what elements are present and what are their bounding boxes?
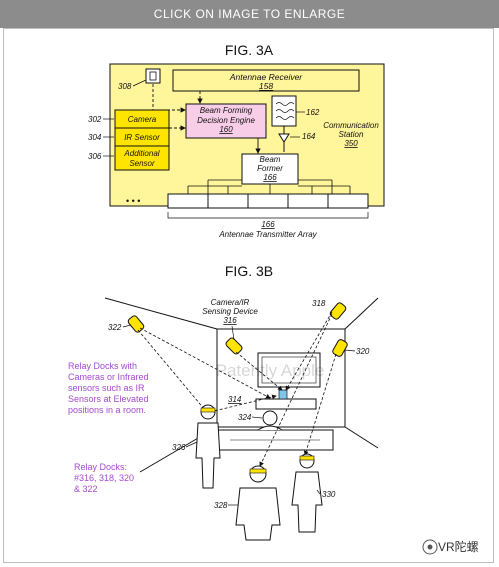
beam-former-line2: Former [257, 164, 283, 173]
patently-apple-watermark: Patently Apple [216, 361, 325, 380]
ref-164: 164 [302, 132, 316, 141]
antennae-transmitter-array [167, 193, 369, 209]
standing-person-326 [195, 404, 221, 489]
ref-306: 306 [88, 152, 102, 161]
ir-sensor-label: IR Sensor [124, 133, 160, 142]
tv-screen [257, 352, 321, 388]
antennae-receiver-number: 158 [259, 81, 273, 91]
enlarge-banner[interactable]: CLICK ON IMAGE TO ENLARGE [0, 0, 499, 28]
ref-162: 162 [306, 108, 320, 117]
svg-text:Relay Docks:: Relay Docks: [74, 462, 127, 472]
svg-text:sensors such as IR: sensors such as IR [68, 383, 145, 393]
relay-docks-list: Relay Docks: #316, 318, 320 & 322 [74, 462, 134, 494]
camera-lens-icon [149, 71, 157, 81]
ref-308: 308 [118, 82, 132, 91]
sensing-device-icon [278, 389, 288, 400]
ref-318: 318 [312, 299, 326, 308]
array-label: Antennae Transmitter Array [218, 230, 317, 239]
bfde-line2: Decision Engine [197, 116, 255, 125]
relay-dock-322 [127, 315, 145, 333]
relay-docks-note: Relay Docks with Cameras or Infrared sen… [68, 361, 149, 415]
vr-corner-watermark: VR陀螺 [438, 540, 479, 554]
comm-station-line2: Station [339, 130, 364, 139]
antennae-receiver-label: Antennae Receiver [229, 72, 303, 82]
ref-304: 304 [88, 133, 102, 142]
antennae-receiver-box [172, 69, 360, 92]
bfde-number: 160 [219, 125, 233, 134]
ref-322: 322 [108, 323, 122, 332]
media-stand [255, 398, 317, 410]
beam-former-line1: Beam [260, 155, 281, 164]
sensing-paths [137, 311, 337, 467]
signal-processor-box [271, 95, 297, 127]
beam-former-number: 166 [263, 173, 277, 182]
standing-person-328 [235, 465, 281, 541]
more-elements-dots: • • • [126, 196, 140, 206]
ref-324: 324 [238, 413, 252, 422]
vr-logo-icon [422, 539, 438, 555]
svg-text:Cameras or Infrared: Cameras or Infrared [68, 372, 149, 382]
vr-logo-dot-icon [427, 544, 433, 550]
array-number: 166 [261, 220, 275, 229]
comm-station-number: 350 [344, 139, 358, 148]
beam-former-box [241, 153, 299, 185]
device-label-number: 316 [223, 316, 237, 325]
standing-person-330 [291, 453, 323, 533]
ref-328: 328 [214, 501, 228, 510]
ref-314: 314 [228, 395, 242, 404]
bfde-line1: Beam Forming [200, 106, 253, 115]
device-label-line1: Camera/IR [211, 298, 250, 307]
additional-sensor-line1: Additional [123, 149, 159, 158]
additional-sensor-line2: Sensor [129, 159, 155, 168]
comm-station-line1: Communication [323, 121, 379, 130]
beam-forming-decision-engine-box [185, 103, 267, 139]
ref-326: 326 [172, 443, 186, 452]
wave-icon [275, 102, 295, 120]
image-frame [3, 28, 494, 563]
svg-text:positions in a room.: positions in a room. [68, 405, 146, 415]
relay-dock-318 [329, 302, 347, 320]
seated-person-head [262, 410, 278, 426]
relay-dock-320 [332, 339, 348, 357]
svg-text:Sensors at Elevated: Sensors at Elevated [68, 394, 149, 404]
relay-dock-316 [225, 337, 243, 355]
seated-person-body [257, 425, 283, 431]
antenna-icon [278, 133, 290, 143]
ref-320: 320 [356, 347, 370, 356]
ref-330: 330 [322, 490, 336, 499]
fig3a-title: FIG. 3A [225, 42, 274, 58]
additional-sensor-box [114, 145, 170, 171]
device-label-line2: Sensing Device [202, 307, 258, 316]
svg-text:Relay Docks with: Relay Docks with [68, 361, 137, 371]
ref-302: 302 [88, 115, 102, 124]
svg-text:#316, 318, 320: #316, 318, 320 [74, 473, 134, 483]
fig3b-title: FIG. 3B [225, 263, 273, 279]
svg-text:& 322: & 322 [74, 484, 98, 494]
camera-label: Camera [128, 115, 157, 124]
